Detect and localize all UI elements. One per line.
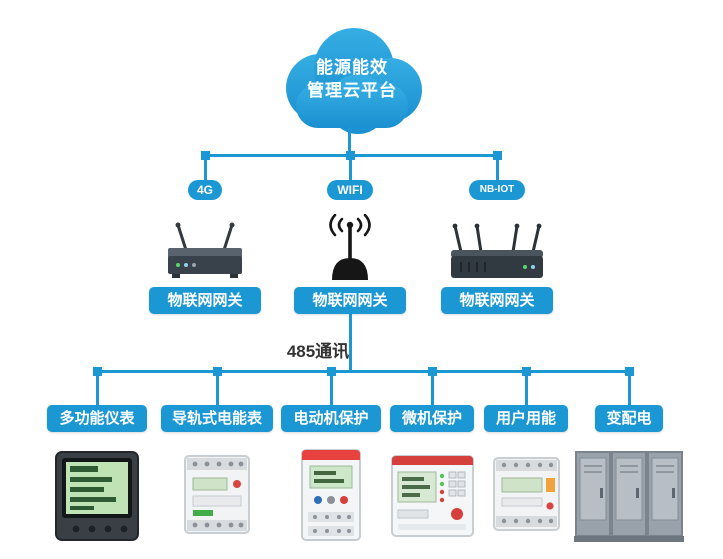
wifi-antenna-icon [329,214,371,280]
motor-protection-icon [301,449,361,541]
connector-drop-nbiot [496,156,499,182]
connector-drop-device-5 [525,373,528,406]
router-4g-icon [168,222,242,278]
badge-4g: 4G [188,180,222,200]
junction-node-device-1 [93,367,102,376]
connector-gateway-to-bus [349,314,352,372]
device-label-switchgear: 变配电 [595,405,663,432]
microcomputer-protection-icon [391,455,474,537]
cloud-platform: 能源能效 管理云平台 [272,26,432,134]
badge-wifi: WIFI [327,180,373,200]
junction-node-wifi [346,151,355,160]
connector-drop-device-4 [431,373,434,406]
gateway-label-nbiot: 物联网网关 [441,287,553,314]
connector-drop-device-1 [96,373,99,406]
switchgear-cabinet-icon [574,451,684,542]
router-nbiot-icon [451,223,543,278]
junction-node-device-3 [327,367,336,376]
device-label-multifunction-meter: 多功能仪表 [47,405,147,432]
cloud-title: 能源能效 管理云平台 [272,56,432,102]
cloud-title-line2: 管理云平台 [307,81,397,100]
junction-node-nbiot [493,151,502,160]
connector-drop-device-2 [216,373,219,406]
device-label-din-rail-meter: 导轨式电能表 [161,405,273,432]
gateway-label-wifi: 物联网网关 [294,287,406,314]
junction-node-device-4 [428,367,437,376]
bus-485-label: 485通讯 [286,342,350,361]
connector-drop-device-3 [330,373,333,406]
device-label-user-energy: 用户用能 [484,405,568,432]
junction-node-4g [201,151,210,160]
junction-node-device-2 [213,367,222,376]
badge-nbiot: NB-IOT [469,180,525,200]
device-label-motor-protection: 电动机保护 [281,405,381,432]
din-rail-meter-icon [184,455,250,534]
junction-node-device-5 [522,367,531,376]
junction-node-device-6 [625,367,634,376]
cloud-icon [286,28,422,134]
connector-drop-4g [204,156,207,182]
device-label-microcomputer-protection: 微机保护 [390,405,474,432]
connector-cloud-drop [348,127,351,156]
cloud-title-line1: 能源能效 [316,58,388,77]
user-energy-meter-icon [493,457,560,531]
connector-485-bus [96,370,632,373]
connector-drop-wifi [349,156,352,182]
gateway-label-4g: 物联网网关 [149,287,261,314]
connector-drop-device-6 [628,373,631,406]
multifunction-meter-icon [55,451,139,541]
